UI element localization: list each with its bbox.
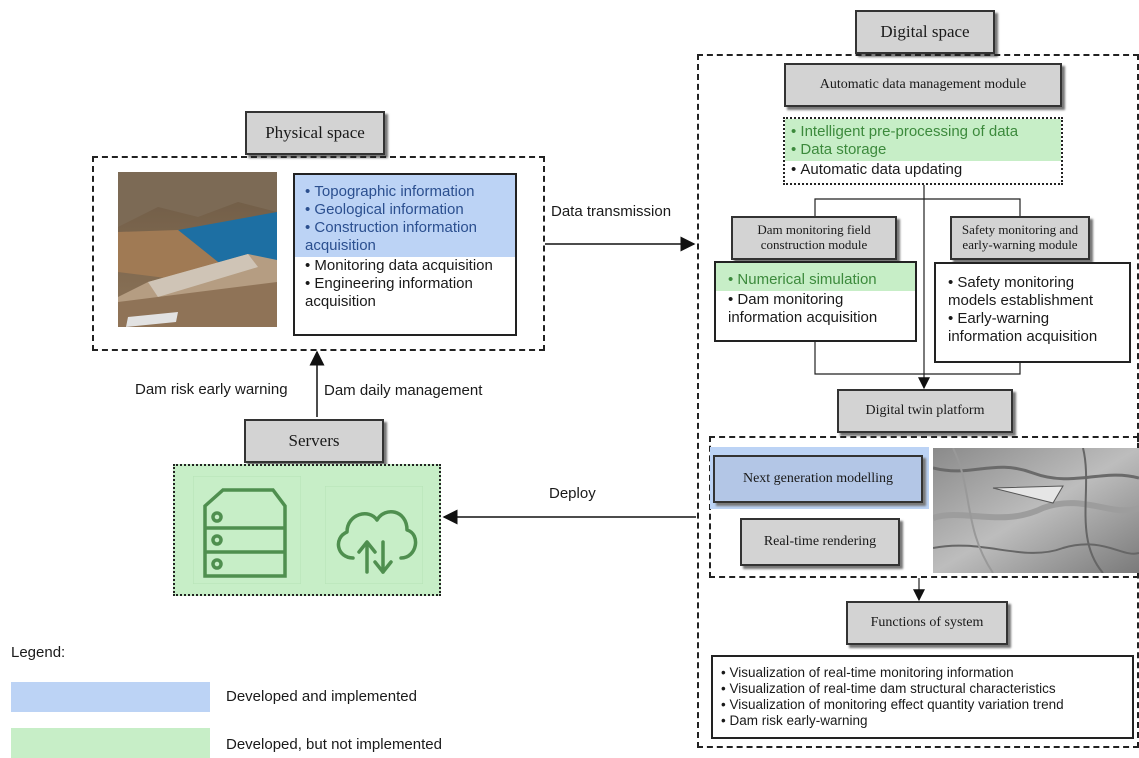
early-warning-acquisition: Early-warning information acquisition: [948, 310, 1123, 346]
server-icon: [193, 476, 301, 584]
function-item-2: Visualization of real-time dam structura…: [721, 681, 1126, 697]
dam-photo: [118, 172, 277, 327]
terrain-render-image: [933, 448, 1139, 573]
risk-warning-label: Dam risk early warning: [135, 381, 288, 398]
data-module-box: Intelligent pre-processing of data Data …: [783, 117, 1063, 185]
field-module-title: Dam monitoring field construction module: [731, 216, 897, 260]
functions-box: Visualization of real-time monitoring in…: [711, 655, 1134, 739]
data-storage: Data storage: [791, 141, 1055, 159]
info-construction: Construction information acquisition: [305, 219, 507, 255]
physical-info-blue-block: Topographic information Geological infor…: [295, 175, 515, 257]
physical-info-plain-block: Monitoring data acquisition Engineering …: [295, 257, 515, 311]
next-generation-modelling: Next generation modelling: [713, 455, 923, 503]
digital-space-container: [697, 54, 1139, 748]
digital-space-title: Digital space: [855, 10, 995, 54]
data-module-plain-block: Automatic data updating: [785, 161, 1061, 179]
function-item-4: Dam risk early-warning: [721, 713, 1126, 729]
legend-swatch-implemented: [11, 682, 210, 712]
data-module-green-block: Intelligent pre-processing of data Data …: [785, 119, 1061, 161]
info-geological: Geological information: [305, 201, 507, 219]
field-module-box: Numerical simulation Dam monitoring info…: [714, 261, 917, 342]
legend-title: Legend:: [11, 644, 66, 661]
safety-models: Safety monitoring models establishment: [948, 274, 1123, 310]
function-item-3: Visualization of monitoring effect quant…: [721, 697, 1126, 713]
data-transmission-label: Data transmission: [551, 203, 672, 220]
functions-title: Functions of system: [846, 601, 1008, 645]
function-item-1: Visualization of real-time monitoring in…: [721, 665, 1126, 681]
legend-label-implemented: Developed and implemented: [226, 688, 417, 705]
safety-module-box: Safety monitoring models establishment E…: [934, 262, 1131, 363]
info-monitoring: Monitoring data acquisition: [305, 257, 507, 275]
data-preprocessing: Intelligent pre-processing of data: [791, 123, 1055, 141]
physical-space-title: Physical space: [245, 111, 385, 155]
safety-module-title: Safety monitoring and early-warning modu…: [950, 216, 1090, 260]
physical-space-container: [92, 156, 545, 351]
field-module-plain-block: Dam monitoring information acquisition: [716, 291, 915, 327]
physical-info-box: Topographic information Geological infor…: [293, 173, 517, 336]
servers-title: Servers: [244, 419, 384, 463]
field-module-green-block: Numerical simulation: [716, 263, 915, 291]
digital-twin-platform: Digital twin platform: [837, 389, 1013, 433]
legend-swatch-not-implemented: [11, 728, 210, 758]
numerical-simulation: Numerical simulation: [728, 271, 909, 289]
dam-monitoring-acquisition: Dam monitoring information acquisition: [728, 291, 909, 327]
info-topographic: Topographic information: [305, 183, 507, 201]
daily-management-label: Dam daily management: [324, 382, 483, 399]
real-time-rendering: Real-time rendering: [740, 518, 900, 566]
info-engineering: Engineering information acquisition: [305, 275, 507, 311]
cloud-sync-icon: [325, 486, 423, 584]
legend-label-not-implemented: Developed, but not implemented: [226, 736, 442, 753]
deploy-label: Deploy: [549, 485, 596, 502]
data-updating: Automatic data updating: [791, 161, 1055, 179]
data-module-title: Automatic data management module: [784, 63, 1062, 107]
